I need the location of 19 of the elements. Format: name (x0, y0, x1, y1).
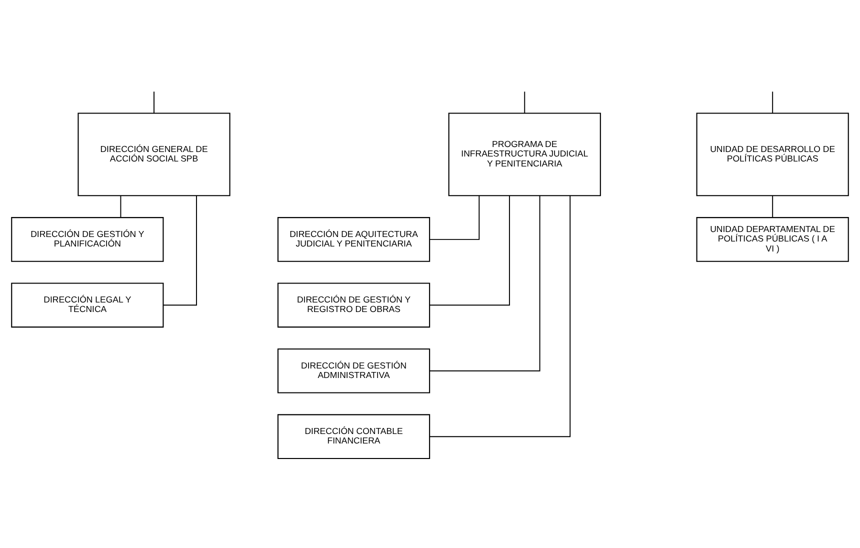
connector (163, 195, 197, 306)
connector (120, 194, 122, 218)
node-box: UNIDAD DEPARTAMENTAL DE POLÍTICAS PÚBLICAS ( I A VI ) (696, 216, 849, 262)
node-box: UNIDAD DE DESARROLLO DE POLÍTICAS PÚBLICAS (696, 112, 849, 196)
connector (772, 194, 774, 218)
connector (429, 194, 480, 240)
node-box: DIRECCIÓN DE GESTIÓN Y PLANIFICACIÓN (11, 216, 164, 262)
connector (772, 90, 774, 114)
connector (429, 195, 510, 306)
node-box: DIRECCIÓN GENERAL DE ACCIÓN SOCIAL SPB (78, 112, 230, 196)
node-box: DIRECCIÓN LEGAL Y TÉCNICA (11, 282, 164, 328)
node-box: DIRECCIÓN DE GESTIÓN ADMINISTRATIVA (277, 348, 430, 393)
connector (524, 90, 526, 114)
node-box: DIRECCIÓN CONTABLE FINANCIERA (277, 414, 430, 459)
connector (429, 194, 571, 437)
node-box: DIRECCIÓN DE GESTIÓN Y REGISTRO DE OBRAS (277, 282, 430, 328)
connector (429, 194, 540, 371)
node-box: PROGRAMA DE INFRAESTRUCTURA JUDICIAL Y PENITENCIARIA (448, 112, 601, 196)
node-box: DIRECCIÓN DE AQUITECTURA JUDICIAL Y PENITENCIARIA (277, 216, 430, 262)
